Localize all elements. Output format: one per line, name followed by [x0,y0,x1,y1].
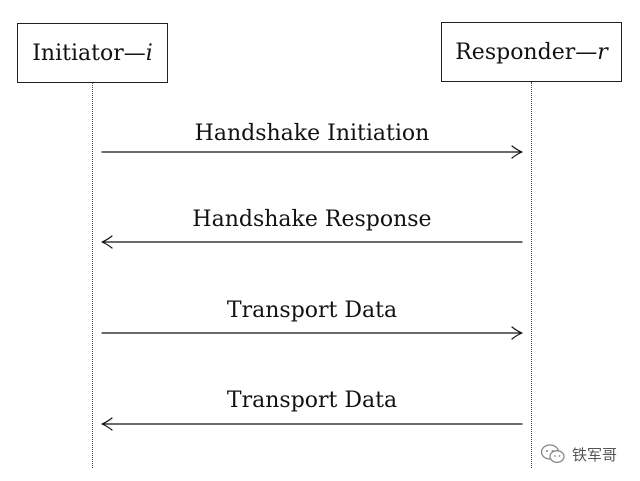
message-arrow-2 [101,235,523,249]
participant-initiator-name: Initiator— [32,40,146,66]
message-label-2: Handshake Response [192,207,432,232]
participant-initiator: Initiator—i [17,23,168,83]
watermark: 铁军哥 [540,440,617,468]
participant-initiator-var: i [145,40,153,66]
message-arrow-1 [101,145,523,159]
message-label-3: Transport Data [226,298,398,323]
message-arrow-3 [101,326,523,340]
lifeline-responder [531,82,532,468]
watermark-text: 铁军哥 [572,445,618,464]
participant-responder-name: Responder— [455,39,598,65]
participant-responder: Responder—r [441,22,622,82]
message-label-4: Transport Data [226,388,398,413]
participant-responder-var: r [597,39,608,65]
wechat-icon [540,444,565,463]
message-arrow-4 [101,417,523,431]
lifeline-initiator [92,83,93,468]
message-label-1: Handshake Initiation [194,121,430,146]
